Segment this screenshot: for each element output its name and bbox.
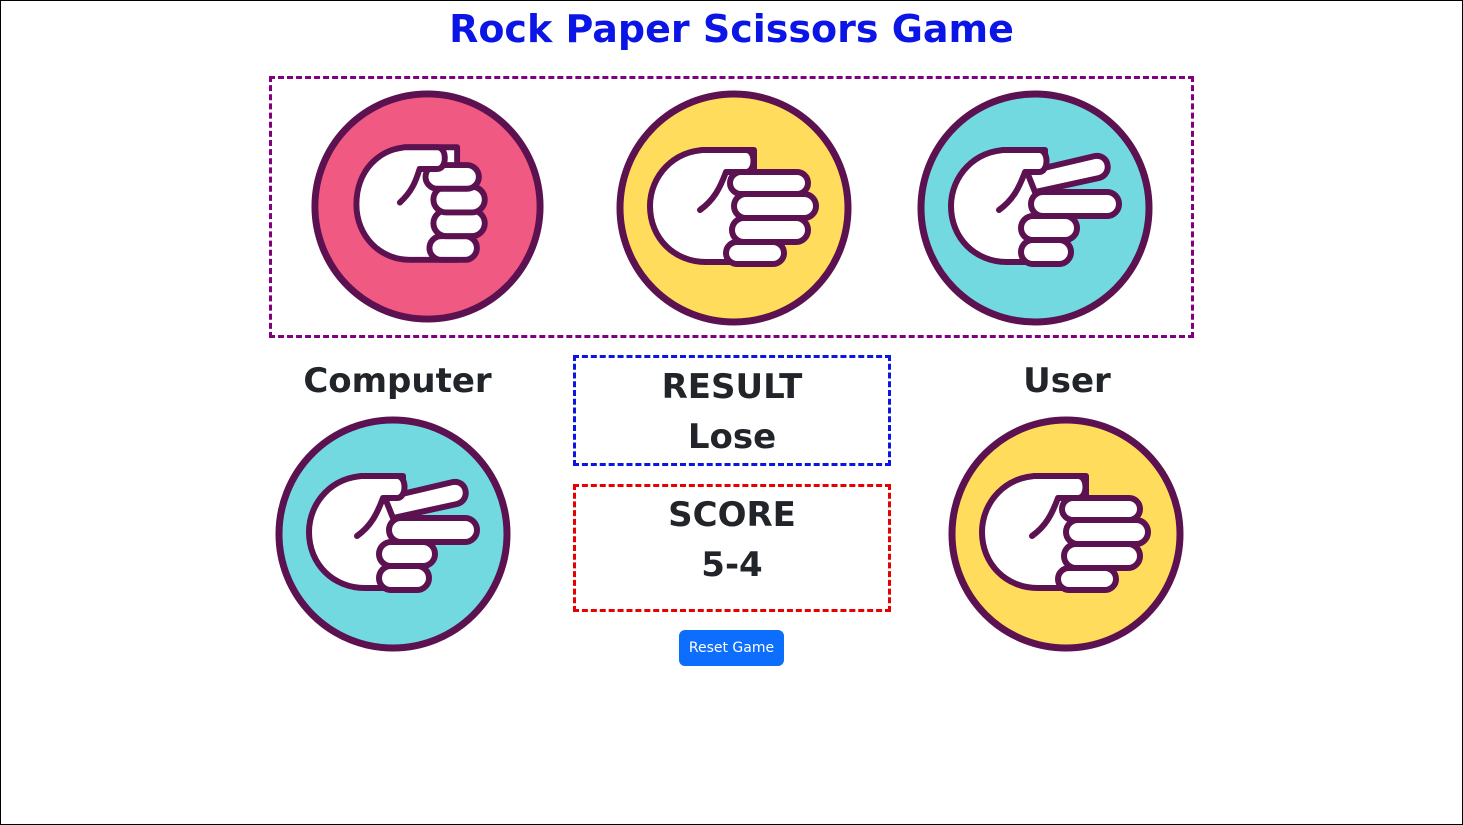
rock-hand-icon	[309, 88, 546, 325]
reset-game-button[interactable]: Reset Game	[679, 630, 784, 666]
result-box: RESULT Lose	[573, 355, 891, 466]
score-box: SCORE 5-4	[573, 484, 891, 612]
computer-scissors-hand-icon	[273, 414, 513, 654]
result-heading: RESULT	[661, 367, 803, 407]
score-heading: SCORE	[668, 495, 796, 535]
paper-choice-button[interactable]	[614, 88, 854, 328]
computer-choice-display	[273, 414, 513, 654]
computer-label: Computer	[303, 361, 492, 401]
page-title: Rock Paper Scissors Game	[449, 7, 1014, 51]
user-choice-display	[946, 414, 1186, 654]
result-value: Lose	[687, 417, 777, 457]
choices-panel	[269, 76, 1194, 338]
user-label: User	[1023, 361, 1111, 401]
scissors-hand-icon	[915, 88, 1155, 328]
rock-choice-button[interactable]	[309, 88, 546, 325]
scissors-choice-button[interactable]	[915, 88, 1155, 328]
user-paper-hand-icon	[946, 414, 1186, 654]
score-value: 5-4	[701, 545, 763, 585]
paper-hand-icon	[614, 88, 854, 328]
